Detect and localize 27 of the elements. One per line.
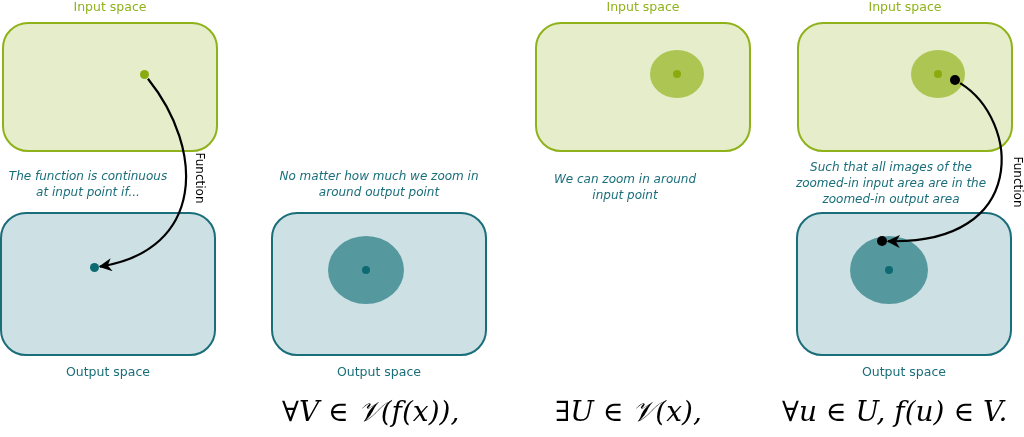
caption-text: We can zoom in around input point [552,171,698,203]
caption-text: No matter how much we zoom in around output point [279,168,479,200]
point-marker [673,70,681,78]
space-title: Input space [867,0,943,14]
space-title: Output space [335,364,423,379]
space-title: Output space [64,364,152,379]
space-title: Input space [72,0,148,14]
space-title: Input space [605,0,681,14]
point-marker [885,266,893,274]
zoom-area [911,50,965,98]
edge-label: Function [1010,156,1024,207]
point-marker [934,70,942,78]
space-title: Output space [860,364,948,379]
arrow [886,82,1003,248]
formula-text: ∀u ∈ U, f(u) ∈ V. [782,395,1008,428]
caption-text: The function is continuous at input point if... [7,168,169,200]
point-marker [140,70,149,79]
point-marker [90,263,99,272]
arrow [98,78,188,271]
zoom-area [650,50,704,98]
point-marker [362,266,370,274]
edge-label: Function [192,152,206,203]
formula-text: ∀V ∈ 𝒱(f(x)), [282,395,460,429]
formula-text: ∃U ∈ 𝒱(x), [555,395,702,429]
point-marker [877,236,887,246]
point-marker [950,75,960,85]
caption-text: Such that all images of the zoomed-in input area are in the zoomed-in output area [794,159,988,207]
